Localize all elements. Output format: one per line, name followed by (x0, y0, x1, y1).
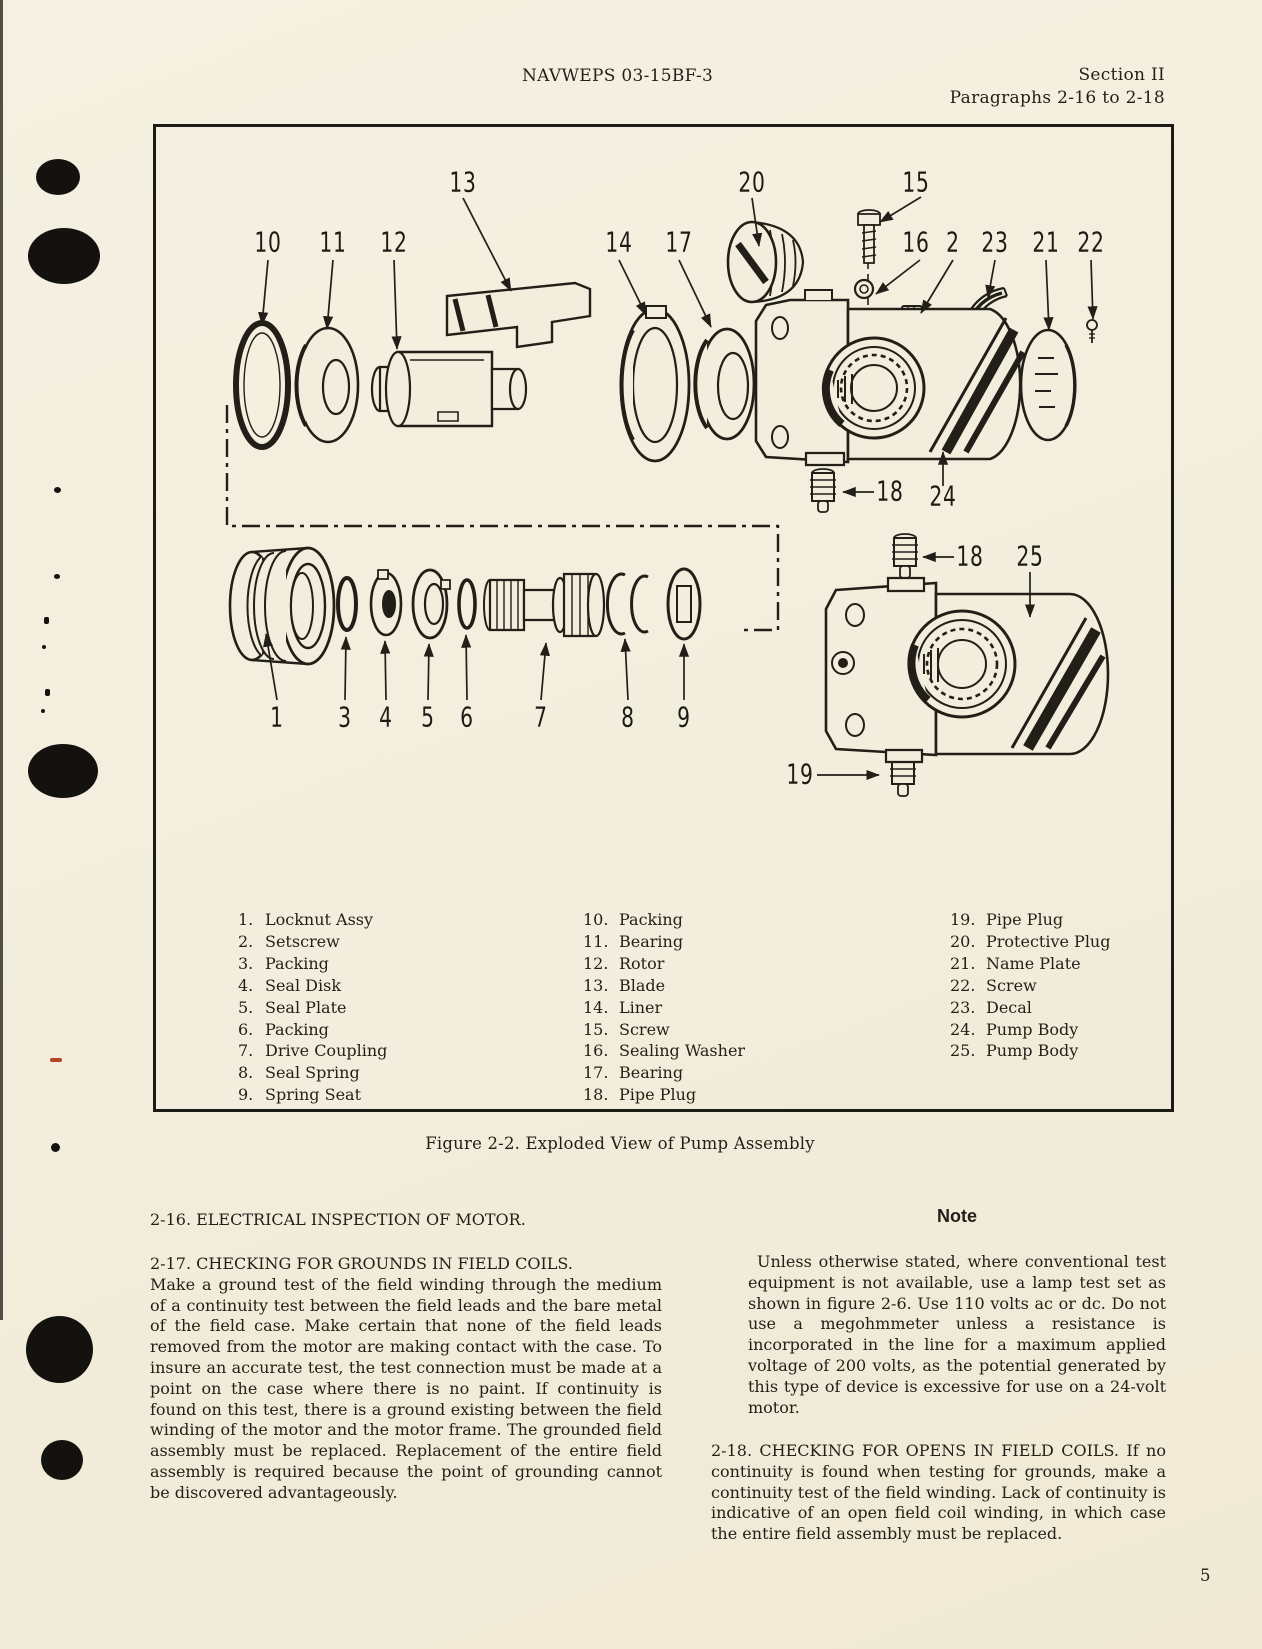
legend-item: 7.Drive Coupling (238, 1041, 388, 1061)
note-heading: Note (937, 1206, 977, 1226)
legend-item: 25.Pump Body (950, 1041, 1079, 1061)
callout-24: 24 (929, 481, 957, 513)
legend-item: 24.Pump Body (950, 1019, 1079, 1039)
ink-speck (41, 709, 45, 713)
callout-20: 20 (738, 167, 766, 199)
legend-item: 21.Name Plate (950, 953, 1081, 973)
figure-caption: Figure 2-2. Exploded View of Pump Assemb… (425, 1134, 815, 1153)
legend-item: 5.Seal Plate (238, 997, 347, 1017)
ink-speck (45, 689, 50, 696)
ink-blot (28, 228, 100, 284)
callout-7: 7 (534, 702, 548, 734)
section-2-16-heading: 2-16. ELECTRICAL INSPECTION OF MOTOR. (150, 1210, 526, 1229)
legend-item: 3.Packing (238, 953, 329, 973)
ink-blot (26, 1316, 93, 1383)
legend-item: 6.Packing (238, 1019, 329, 1039)
callout-25: 25 (1016, 541, 1044, 573)
callout-2: 2 (946, 227, 960, 259)
callout-12: 12 (380, 227, 408, 259)
callout-6: 6 (460, 702, 474, 734)
legend-item: 20.Protective Plug (950, 931, 1111, 951)
section-2-18: 2-18. CHECKING FOR OPENS IN FIELD COILS.… (711, 1441, 1166, 1545)
ink-speck (54, 487, 61, 493)
legend-item: 15.Screw (583, 1019, 670, 1039)
callout-22: 22 (1077, 227, 1105, 259)
callout-21: 21 (1032, 227, 1060, 259)
legend-item: 4.Seal Disk (238, 975, 342, 995)
section-2-18-body: If no continuity is found when testing f… (711, 1441, 1166, 1544)
doc-number: NAVWEPS 03-15BF-3 (522, 66, 714, 86)
legend-item: 9.Spring Seat (238, 1085, 361, 1105)
legend-item: 8.Seal Spring (238, 1063, 360, 1083)
red-mark (50, 1058, 62, 1062)
header-right: Section II Paragraphs 2-16 to 2-18 (950, 64, 1165, 110)
callout-8: 8 (621, 702, 635, 734)
legend-item: 10.Packing (583, 910, 683, 929)
legend-item: 13.Blade (583, 975, 666, 995)
legend-item: 16.Sealing Washer (583, 1041, 746, 1061)
legend-item: 2.Setscrew (238, 931, 340, 951)
legend-item: 1.Locknut Assy (238, 910, 374, 929)
note-body: Unless otherwise stated, where conventio… (748, 1252, 1166, 1417)
legend-item: 17.Bearing (583, 1063, 684, 1083)
section-2-17-body: Make a ground test of the field winding … (150, 1274, 662, 1502)
callout-19: 19 (786, 759, 814, 791)
page-number: 5 (1200, 1566, 1211, 1585)
figure-border-box (153, 124, 1174, 1112)
ink-blot (28, 744, 98, 798)
legend-item: 18.Pipe Plug (583, 1085, 697, 1105)
ink-blot (41, 1440, 83, 1480)
callout-9: 9 (677, 702, 691, 734)
callout-11: 11 (319, 227, 347, 259)
callout-4: 4 (379, 702, 393, 734)
ink-speck (51, 1143, 60, 1152)
ink-speck (54, 574, 60, 579)
callout-17: 17 (665, 227, 693, 259)
section-2-17: 2-17. CHECKING FOR GROUNDS IN FIELD COIL… (150, 1254, 662, 1504)
callout-13: 13 (449, 167, 477, 199)
callout-18: 18 (956, 541, 984, 573)
legend-item: 22.Screw (950, 975, 1037, 995)
scan-edge-artifact (0, 0, 3, 1320)
callout-14: 14 (605, 227, 633, 259)
legend-item: 12.Rotor (583, 953, 665, 973)
callout-1: 1 (270, 702, 284, 734)
callout-5: 5 (421, 702, 435, 734)
legend-item: 14.Liner (583, 997, 663, 1017)
callout-23: 23 (981, 227, 1009, 259)
ink-speck (42, 645, 46, 649)
section-2-18-heading: 2-18. CHECKING FOR OPENS IN FIELD COILS. (711, 1441, 1120, 1460)
callout-16: 16 (902, 227, 930, 259)
section-label: Section II (1078, 65, 1165, 85)
legend-item: 23.Decal (950, 997, 1032, 1017)
section-2-17-heading: 2-17. CHECKING FOR GROUNDS IN FIELD COIL… (150, 1254, 573, 1273)
ink-speck (44, 617, 49, 624)
callout-15: 15 (902, 167, 930, 199)
ink-blot (36, 159, 80, 195)
paragraphs-ref: Paragraphs 2-16 to 2-18 (949, 88, 1165, 108)
legend-item: 11.Bearing (583, 931, 684, 951)
legend-item: 19.Pipe Plug (950, 910, 1064, 929)
callout-18: 18 (876, 476, 904, 508)
callout-10: 10 (254, 227, 282, 259)
callout-3: 3 (338, 702, 352, 734)
